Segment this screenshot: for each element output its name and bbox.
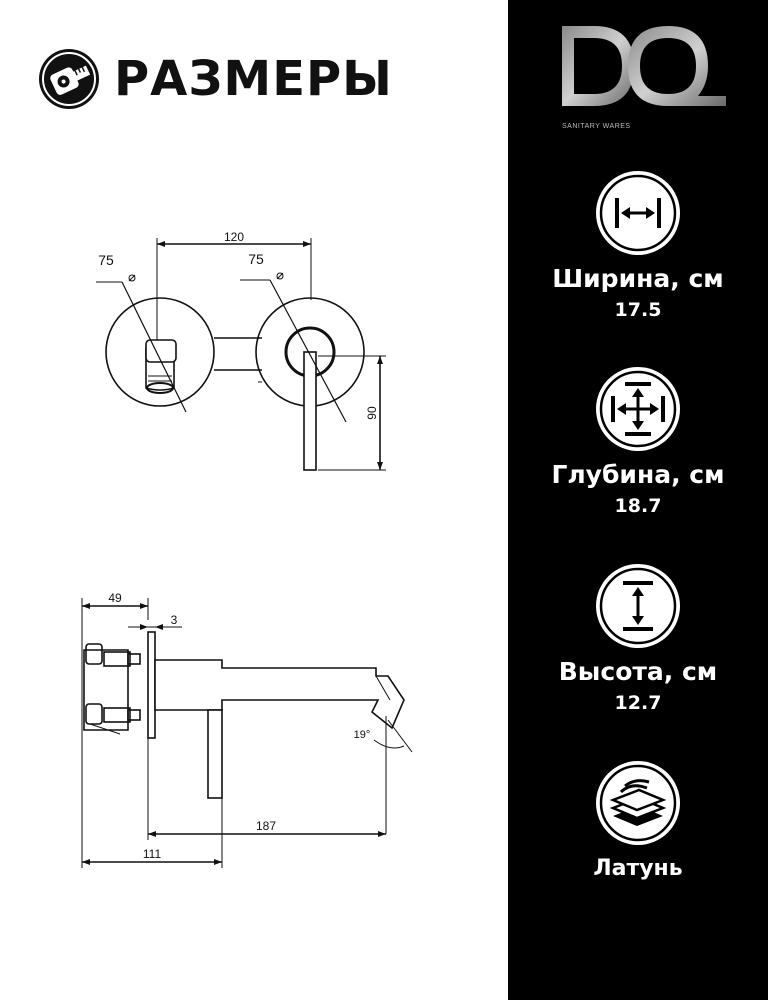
spec-material-label: Латунь (593, 856, 683, 881)
logo-tagline: SANITARY WARES (562, 123, 631, 130)
dim-3-label: 3 (171, 613, 178, 627)
page-title: РАЗМЕРЫ (114, 51, 393, 107)
tape-measure-icon (39, 49, 99, 109)
spec-width: Ширина, см 17.5 (508, 170, 768, 322)
dim-19-label: 19° (354, 729, 371, 741)
spec-height-label: Высота, см (558, 657, 718, 686)
technical-drawing: 120 90 75 (81, 230, 413, 868)
dim-75-left-label: 75 (98, 252, 114, 268)
side-view-drawing: 49 3 19° (81, 591, 413, 868)
dim-49-label: 49 (108, 591, 122, 605)
spec-height-value: 12.7 (614, 692, 662, 714)
spec-height: Высота, см 12.7 (508, 563, 768, 715)
material-layers-icon (596, 761, 680, 845)
dimensions-panel: РАЗМЕРЫ 120 (38, 48, 413, 868)
depth-arrows-icon (596, 367, 680, 451)
dim-120-label: 120 (224, 230, 244, 244)
dim-187-label: 187 (256, 819, 276, 833)
title-row: РАЗМЕРЫ (38, 48, 393, 110)
height-arrows-icon (596, 564, 680, 648)
dim-75-right-label: 75 (248, 251, 264, 267)
spec-depth: Глубина, см 18.7 (508, 366, 768, 518)
spec-width-value: 17.5 (614, 299, 662, 321)
dim-111-label: 111 (143, 847, 162, 861)
dim-90-label: 90 (365, 406, 379, 420)
spec-depth-label: Глубина, см (551, 460, 725, 489)
spec-width-label: Ширина, см (552, 264, 724, 293)
top-view-drawing: 120 90 75 (96, 230, 386, 471)
spec-material: Латунь (508, 760, 768, 884)
width-arrows-icon (596, 171, 680, 255)
brand-logo: SANITARY WARES (562, 26, 726, 130)
spec-depth-value: 18.7 (614, 495, 662, 517)
